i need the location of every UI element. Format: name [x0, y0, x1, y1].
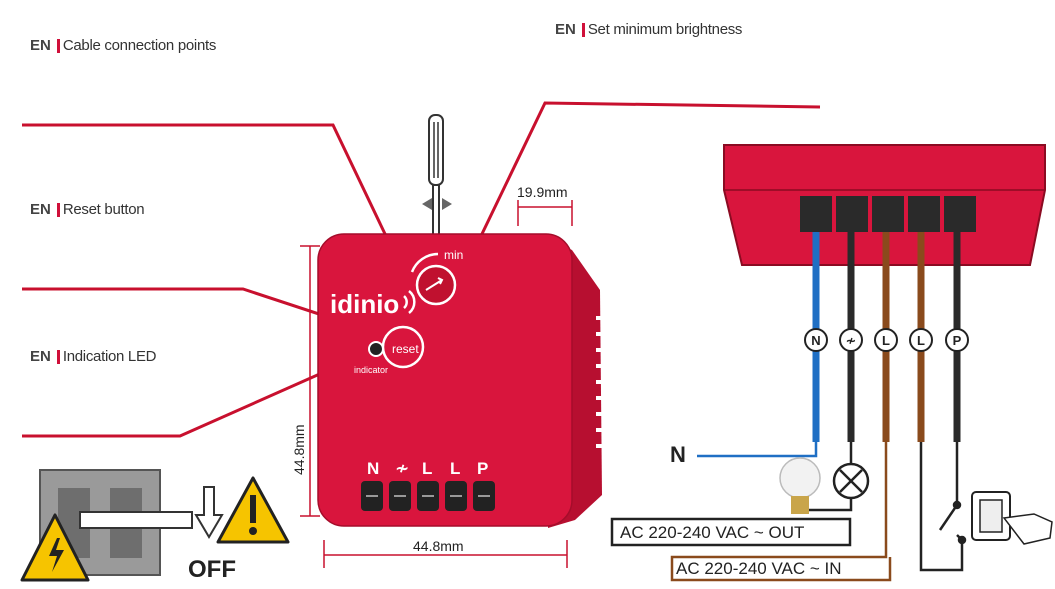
lamp-icon [832, 462, 870, 500]
wire-terminal-label: L [882, 333, 890, 348]
callout-bar [56, 202, 60, 217]
dimension-lines [300, 200, 573, 568]
min-label: min [444, 248, 463, 262]
circuit-lines [610, 442, 964, 582]
terminal-screws [361, 481, 495, 511]
dim-height: 44.8mm [291, 424, 307, 475]
wall-switch-icon [971, 491, 1053, 545]
reset-label: reset [392, 342, 419, 356]
callout-text: Reset button [62, 201, 145, 218]
indicator-label: indicator [354, 365, 388, 375]
callout-min-brightness: EN Set minimum brightness [555, 21, 742, 38]
vent-slots [596, 316, 604, 448]
callout-text: Cable connection points [62, 37, 217, 54]
dimmer-device: idinio min reset indicator N ≁ L L P [317, 233, 604, 528]
arrow-down-icon [194, 486, 224, 539]
out-label: AC 220-240 VAC ~ OUT [620, 523, 804, 542]
min-brightness-knob[interactable] [415, 264, 457, 306]
callout-indication-led: EN Indication LED [30, 348, 157, 365]
indicator-led [368, 341, 384, 357]
callout-bar [581, 22, 585, 37]
terminal-label: ≁ [395, 459, 409, 478]
wire-terminal-label: N [811, 333, 820, 348]
wire-terminal-label: ≁ [846, 333, 857, 348]
bulb-icon [779, 457, 821, 514]
callout-cable-connection: EN Cable connection points [30, 37, 216, 54]
leader-brightness [453, 101, 821, 291]
terminal-label: N [367, 459, 379, 478]
in-label: AC 220-240 VAC ~ IN [676, 559, 842, 578]
wire-terminal-label: L [917, 333, 925, 348]
switch-icon [938, 495, 967, 545]
lang-tag: EN [30, 201, 51, 218]
off-label: OFF [188, 556, 236, 583]
callout-bar [56, 349, 60, 364]
wire-terminals [804, 328, 969, 352]
wireless-icon [403, 290, 416, 314]
neutral-label: N [670, 442, 686, 467]
lang-tag: EN [555, 21, 576, 38]
terminal-label: L [422, 459, 432, 478]
wire-terminal-label: P [953, 333, 962, 348]
screwdriver-icon [422, 114, 452, 266]
brand-logo: idinio [330, 289, 399, 319]
callout-reset-button: EN Reset button [30, 201, 145, 218]
wiring-device [723, 144, 1046, 266]
dim-depth: 19.9mm [517, 184, 568, 200]
callout-bar [56, 38, 60, 53]
warning-icon [216, 476, 290, 544]
dim-width: 44.8mm [413, 538, 464, 554]
lang-tag: EN [30, 348, 51, 365]
callout-text: Indication LED [62, 348, 157, 365]
electric-hazard-icon [20, 513, 90, 582]
callout-text: Set minimum brightness [587, 21, 743, 38]
terminal-block [800, 196, 976, 232]
terminal-label: P [477, 459, 488, 478]
terminal-label: L [450, 459, 460, 478]
lang-tag: EN [30, 37, 51, 54]
